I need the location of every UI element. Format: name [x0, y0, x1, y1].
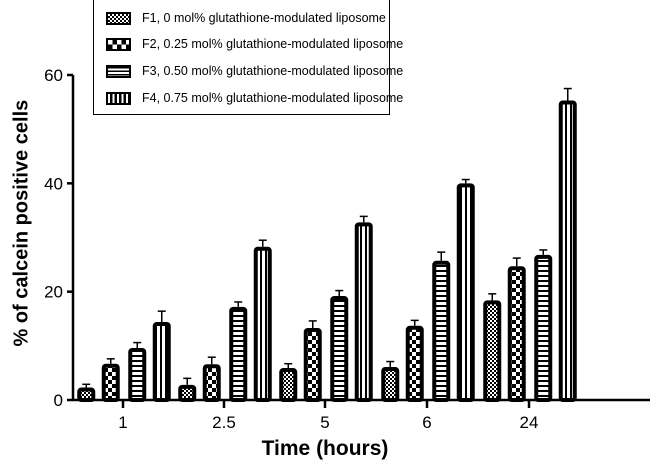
bar-checker-fine: [279, 368, 298, 402]
pattern-vertical-lines-icon: [106, 91, 131, 105]
pattern-checker-coarse-icon: [106, 37, 131, 51]
bars: [77, 87, 577, 403]
bar-horizontal-lines: [128, 348, 147, 402]
bar-checker-coarse: [101, 363, 120, 403]
bar-checker-coarse: [202, 364, 221, 402]
legend-label: F4, 0.75 mol% glutathione-modulated lipo…: [142, 91, 404, 105]
bar-checker-coarse: [303, 327, 322, 403]
x-tick-label: 24: [520, 413, 539, 432]
x-tick-label: 2.5: [212, 413, 236, 432]
legend: F1, 0 mol% glutathione-modulated liposom…: [93, 0, 403, 115]
legend-item-f3: F3, 0.50 mol% glutathione-modulated lipo…: [106, 63, 403, 79]
bar-checker-fine: [178, 384, 197, 403]
bar-checker-coarse: [507, 266, 526, 403]
x-axis-label: Time (hours): [261, 437, 389, 460]
y-axis-label: % of calcein positive cells: [10, 99, 33, 347]
y-tick-label: 0: [54, 391, 63, 410]
legend-item-f1: F1, 0 mol% glutathione-modulated liposom…: [106, 10, 386, 26]
x-tick-label: 5: [320, 413, 329, 432]
bar-checker-fine: [77, 387, 96, 402]
x-tick-label: 6: [422, 413, 431, 432]
bar-vertical-lines: [152, 322, 171, 402]
bar-checker-fine: [483, 300, 502, 403]
x-tick-label: 1: [118, 413, 127, 432]
legend-item-f2: F2, 0.25 mol% glutathione-modulated lipo…: [106, 36, 403, 52]
bar-horizontal-lines: [534, 254, 553, 403]
legend-label: F3, 0.50 mol% glutathione-modulated lipo…: [142, 64, 404, 78]
legend-label: F1, 0 mol% glutathione-modulated liposom…: [142, 11, 386, 25]
y-tick-label: 40: [44, 174, 63, 193]
legend-label: F2, 0.25 mol% glutathione-modulated lipo…: [142, 37, 404, 51]
bar-vertical-lines: [456, 183, 475, 402]
pattern-horizontal-lines-icon: [106, 64, 131, 78]
bar-checker-coarse: [405, 325, 424, 402]
bar-horizontal-lines: [432, 260, 451, 402]
legend-item-f4: F4, 0.75 mol% glutathione-modulated lipo…: [106, 90, 403, 106]
bar-horizontal-lines: [330, 296, 349, 402]
bar-horizontal-lines: [229, 306, 248, 403]
bar-vertical-lines: [558, 100, 577, 402]
bar-vertical-lines: [354, 222, 373, 402]
pattern-checker-fine-icon: [106, 11, 131, 25]
y-tick-label: 20: [44, 283, 63, 302]
bar-checker-fine: [381, 366, 400, 403]
y-tick-label: 60: [44, 66, 63, 85]
bar-vertical-lines: [253, 246, 272, 402]
